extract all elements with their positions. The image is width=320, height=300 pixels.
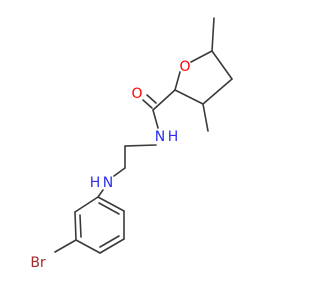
- bond-ar6-ar1: [97, 196, 125, 212]
- bond-c4-c3: [202, 78, 233, 105]
- bond-nh-aryl: [97, 189, 104, 198]
- bond-c5-methyl: [211, 17, 215, 52]
- amide-nitrogen-label: N: [155, 129, 165, 145]
- bond-carbonyl-n: [152, 109, 159, 129]
- bond-c3-methyl: [202, 103, 209, 132]
- bromine-label: Br: [30, 255, 46, 271]
- bond-ar4-ar5: [99, 238, 125, 254]
- chemical-structure: O O N H N H Br: [30, 17, 233, 271]
- ring-oxygen-label: O: [179, 59, 190, 75]
- bond-n-ch2: [124, 144, 157, 147]
- bond-ar1-ar2: [74, 196, 99, 213]
- bond-c2-carbonyl: [152, 89, 176, 111]
- bond-c3-c2: [174, 89, 204, 105]
- atom-labels: O O N H N H Br: [30, 59, 190, 271]
- bond-ar3-ar4: [75, 239, 101, 254]
- bond-carbonyl-o-1: [142, 99, 153, 109]
- amide-hydrogen-label: H: [168, 129, 179, 145]
- bond-o-c5: [190, 50, 213, 63]
- bond-ar-br: [54, 239, 77, 253]
- carbonyl-oxygen-label: O: [131, 86, 142, 102]
- bonds: [54, 17, 233, 254]
- bond-carbonyl-o-2: [146, 94, 157, 104]
- bond-ar-double-2: [99, 235, 120, 248]
- bond-ch2-nh: [113, 167, 126, 177]
- bond-ar2-ar3: [74, 211, 77, 241]
- bond-ar-double-3: [98, 202, 120, 215]
- amine-hydrogen-label: H: [90, 175, 101, 191]
- bond-ar-double-1: [79, 214, 82, 238]
- bond-c5-c4: [211, 50, 233, 80]
- bond-c2-o: [174, 71, 181, 91]
- amine-nitrogen-label: N: [103, 175, 113, 191]
